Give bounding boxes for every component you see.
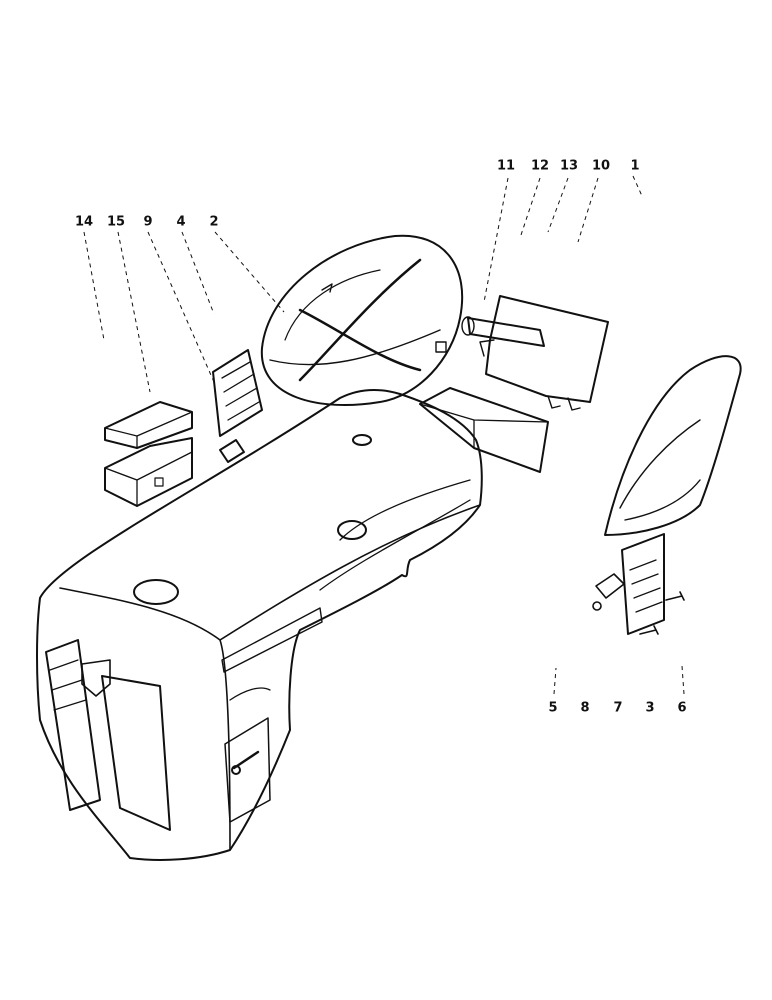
- part-4-side-plate: [212, 349, 263, 437]
- part-10-bracket: [479, 295, 609, 411]
- part-2-back-panel: [260, 234, 464, 407]
- callout-10: 10: [591, 158, 611, 174]
- callout-7: 7: [613, 700, 623, 716]
- part-15-upper-block: [104, 401, 193, 449]
- part-5-bolts: [639, 591, 685, 635]
- callout-5: 5: [548, 700, 558, 716]
- callout-4: 4: [176, 214, 186, 230]
- callout-15: 15: [106, 214, 126, 230]
- callout-1: 1: [630, 158, 640, 174]
- part-7-bracket: [595, 573, 625, 599]
- callout-6: 6: [677, 700, 687, 716]
- callout-3: 3: [645, 700, 655, 716]
- callout-11: 11: [496, 158, 516, 174]
- part-13-tray: [419, 387, 549, 473]
- callout-13: 13: [559, 158, 579, 174]
- callout-12: 12: [530, 158, 550, 174]
- part-9-clip: [219, 439, 245, 463]
- part-6-wing: [604, 355, 742, 536]
- leader-lines: [83, 175, 685, 695]
- part-3-plate: [621, 533, 665, 635]
- callout-2: 2: [209, 214, 219, 230]
- part-14-lower-block: [104, 437, 193, 507]
- part-1-bonnet: [36, 388, 483, 861]
- callout-14: 14: [74, 214, 94, 230]
- callout-8: 8: [580, 700, 590, 716]
- part-11-pin: [435, 341, 447, 353]
- callout-9: 9: [143, 214, 153, 230]
- part-8-nut: [592, 601, 602, 611]
- part-12-tube: [461, 316, 545, 347]
